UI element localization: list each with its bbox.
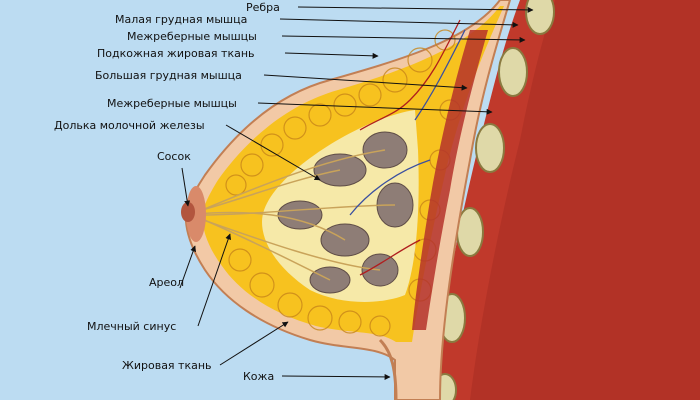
label-pectoralis-major: Большая грудная мышца: [95, 69, 242, 82]
pectoralis-major: [412, 30, 488, 330]
label-pectoralis-minor: Малая грудная мышца: [115, 13, 247, 26]
chest-wall-inner: [470, 0, 700, 400]
label-skin: Кожа: [243, 370, 274, 383]
label-milk-sinus: Млечный синус: [87, 320, 176, 333]
labels: Ребра Малая грудная мышца Межреберные мы…: [54, 1, 280, 383]
milk-ducts: [194, 149, 396, 281]
rib: [475, 123, 505, 173]
areola: [186, 186, 206, 242]
label-ribs: Ребра: [246, 1, 280, 14]
skin-fold: [378, 338, 398, 400]
label-areola: Ареол: [149, 276, 184, 289]
rib: [525, 0, 555, 35]
rib: [498, 47, 528, 97]
label-gland-lobule: Долька молочной железы: [54, 119, 205, 132]
label-subcutaneous-fat: Подкожная жировая ткань: [97, 47, 255, 60]
blood-vessels: [349, 19, 466, 276]
label-intercostal-upper: Межреберные мышцы: [127, 30, 257, 43]
label-intercostal-lower: Межреберные мышцы: [107, 97, 237, 110]
label-fat-tissue: Жировая ткань: [122, 359, 212, 372]
leader-lines: [179, 6, 534, 380]
label-nipple: Сосок: [157, 150, 191, 163]
nipple: [181, 202, 195, 222]
